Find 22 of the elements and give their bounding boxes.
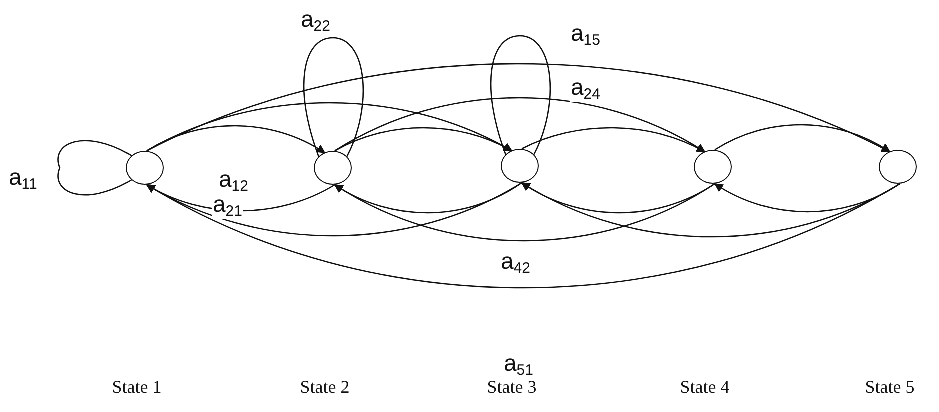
transition-arrow [334, 127, 513, 152]
transition-arrow [714, 183, 900, 213]
transition-arrow [521, 182, 716, 214]
self-loop [303, 37, 364, 158]
transition-arrow [146, 64, 891, 153]
state-label: State 3 [487, 377, 537, 398]
transition-arrow [714, 124, 891, 153]
state-circle [314, 151, 352, 185]
state-label: State 1 [112, 377, 162, 398]
transition-arrow [146, 125, 326, 154]
state-circle [879, 150, 917, 184]
self-loop [490, 35, 552, 156]
state-label: State 5 [865, 377, 915, 398]
state-circle [501, 149, 539, 183]
transition-arrow [522, 127, 706, 153]
self-loop [58, 140, 132, 196]
transition-arrow [334, 97, 706, 153]
state-circle [126, 151, 164, 185]
transition-arrow [334, 182, 522, 214]
state-circle [694, 150, 732, 184]
state-label: State 2 [300, 377, 350, 398]
state-label: State 4 [680, 377, 730, 398]
